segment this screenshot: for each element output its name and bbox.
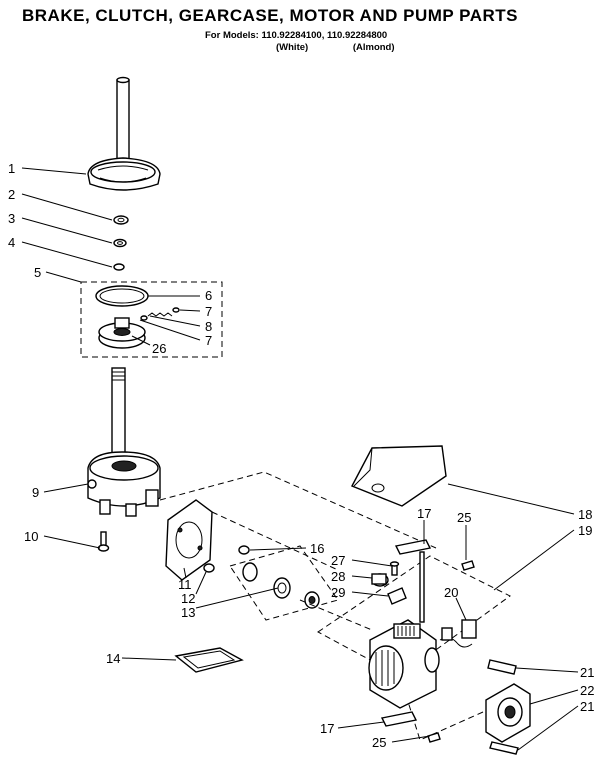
part-27-screw (389, 561, 400, 576)
model-variants: (White) (Almond) (276, 42, 395, 53)
callout-11: 11 (178, 577, 192, 592)
page-title: BRAKE, CLUTCH, GEARCASE, MOTOR AND PUMP … (22, 6, 519, 25)
model-numbers: For Models: 110.92284100, 110.92284800 (205, 30, 388, 41)
part-13-impeller (242, 562, 320, 609)
callout-25-lower: 25 (372, 735, 386, 750)
callout-7-upper: 7 (205, 304, 212, 319)
part-16-fitting (238, 545, 250, 555)
part-17-strap-upper (394, 539, 432, 623)
callout-22: 22 (580, 683, 594, 698)
part-26-clutch-drum (98, 317, 146, 349)
callout-21-lower: 21 (580, 699, 594, 714)
callout-13: 13 (181, 605, 195, 620)
callout-20: 20 (444, 585, 458, 600)
connection-line-1 (159, 471, 437, 549)
connection-line-3 (299, 599, 373, 631)
callout-10: 10 (24, 529, 38, 544)
part-10-screw (97, 531, 110, 552)
callout-25-upper: 25 (457, 510, 471, 525)
part-9-gearcase (87, 367, 161, 517)
part-7-8-spring-assembly (140, 307, 180, 321)
callout-2: 2 (8, 187, 15, 202)
part-12-nut (203, 563, 215, 573)
part-21-bracket-upper (487, 659, 517, 675)
callout-29: 29 (331, 585, 345, 600)
part-28-bushing (371, 573, 389, 587)
part-18-motor-shield (351, 445, 447, 507)
part-20-motor (368, 619, 477, 709)
callout-19: 19 (578, 523, 592, 538)
callout-12: 12 (181, 591, 195, 606)
callout-17-upper: 17 (417, 506, 431, 521)
part-25-clip-upper (461, 560, 475, 571)
callout-5: 5 (34, 265, 41, 280)
part-14-gasket (174, 647, 244, 673)
callout-6: 6 (205, 288, 212, 303)
part-17-strap-lower (380, 711, 418, 727)
callout-16: 16 (310, 541, 324, 556)
callout-4: 4 (8, 235, 15, 250)
part-3-washer (113, 238, 127, 248)
callout-26: 26 (152, 341, 166, 356)
part-1-shaft-brake-assembly (87, 76, 161, 191)
part-22-end-shield (485, 683, 531, 743)
variant-white: (White) (276, 42, 309, 53)
part-5-clutch-kit-box (80, 281, 223, 358)
callout-8: 8 (205, 319, 212, 334)
part-2-washer (113, 215, 129, 225)
callout-9: 9 (32, 485, 39, 500)
leader-lines (21, 167, 579, 751)
callout-3: 3 (8, 211, 15, 226)
callout-18: 18 (578, 507, 592, 522)
part-25-clip-lower (427, 732, 441, 743)
part-13-pump-group-outline (229, 545, 339, 621)
callout-7-lower: 7 (205, 333, 212, 348)
part-21-bracket-lower (489, 741, 519, 755)
connection-line-2 (211, 511, 339, 571)
callout-21-upper: 21 (580, 665, 594, 680)
part-11-pump-cover (165, 499, 213, 581)
part-6-clutch-band (95, 285, 149, 307)
callout-1: 1 (8, 161, 15, 176)
variant-almond: (Almond) (352, 42, 395, 53)
part-4-ring (113, 263, 125, 271)
callout-28: 28 (331, 569, 345, 584)
part-29-bracket (387, 587, 407, 605)
callout-27: 27 (331, 553, 345, 568)
callout-14: 14 (106, 651, 120, 666)
callout-17-lower: 17 (320, 721, 334, 736)
